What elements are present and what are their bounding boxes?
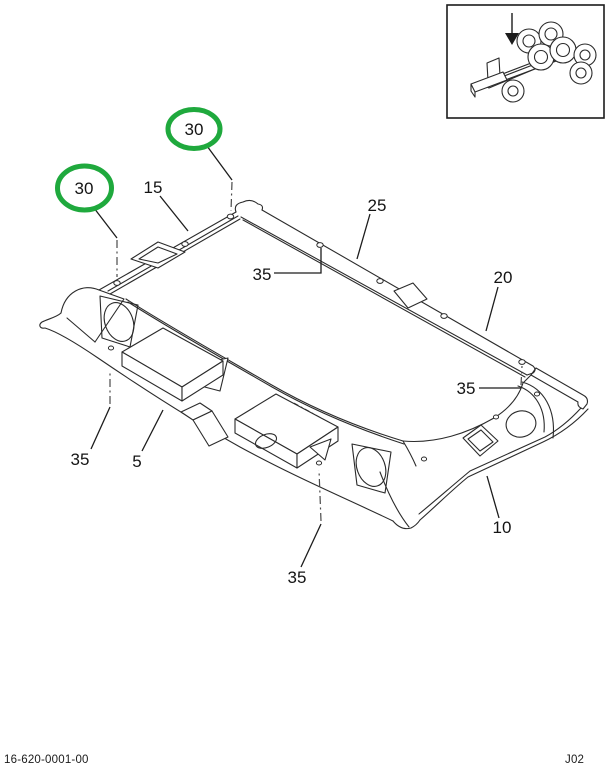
mounting-hole	[518, 359, 526, 365]
callout-label: 25	[368, 196, 387, 215]
callout-30-left[interactable]: 30	[55, 163, 118, 277]
callout-label: 30	[75, 179, 94, 198]
callout-5[interactable]: 5	[132, 409, 164, 471]
rail-joint-plate	[393, 282, 428, 309]
truck-chassis-icon	[470, 21, 597, 103]
callout-30-top[interactable]: 30	[165, 107, 233, 212]
callout-20[interactable]: 20	[485, 268, 513, 332]
callout-35-top-center[interactable]: 35	[253, 248, 322, 284]
speaker-opening-right	[505, 410, 537, 438]
mounting-holes	[107, 213, 541, 466]
console-box-2	[234, 393, 339, 469]
mounting-hole	[376, 278, 384, 284]
callout-10[interactable]: 10	[486, 475, 512, 537]
ceiling-panel-boundary	[125, 298, 405, 445]
mounting-hole	[181, 241, 189, 247]
mounting-hole	[315, 460, 323, 466]
callout-35-bottom[interactable]: 35	[288, 469, 322, 587]
callout-35-left[interactable]: 35	[71, 371, 111, 469]
callout-15[interactable]: 15	[144, 178, 189, 232]
mounting-hole	[533, 391, 541, 397]
callout-label: 35	[71, 450, 90, 469]
callout-35-right[interactable]: 35	[457, 365, 523, 398]
highlight-circle	[55, 163, 114, 213]
mounting-hole	[492, 414, 500, 420]
right-trim-panel	[402, 374, 589, 521]
headliner-assembly	[39, 199, 589, 530]
figure-part-number: 16-620-0001-00	[4, 754, 89, 766]
mounting-hole	[107, 345, 115, 351]
a-pillar-corner	[66, 289, 125, 343]
callout-label: 20	[494, 268, 513, 287]
speaker-opening-center	[351, 443, 392, 494]
mounting-hole	[113, 280, 121, 286]
callout-label: 30	[185, 120, 204, 139]
callout-label: 35	[288, 568, 307, 587]
location-arrow-icon	[505, 13, 519, 45]
mounting-hole	[440, 313, 448, 319]
latch-handle	[254, 433, 278, 449]
mounting-hole	[226, 213, 235, 220]
highlight-circle	[165, 107, 223, 151]
callout-25[interactable]: 25	[356, 196, 387, 260]
callout-label: 35	[253, 265, 272, 284]
speaker-opening-left	[99, 295, 139, 348]
back-rail	[530, 367, 589, 410]
mounting-hole	[420, 456, 428, 462]
roof-rail-right	[240, 209, 536, 378]
console-box-1	[121, 327, 229, 402]
vent-opening	[462, 424, 499, 457]
callout-label: 15	[144, 178, 163, 197]
roof-rail-left	[60, 199, 264, 314]
callout-label: 5	[132, 452, 141, 471]
center-tab	[180, 402, 229, 447]
dome-light-plate	[130, 241, 186, 269]
vehicle-location-inset	[446, 4, 605, 119]
mounting-hole	[316, 242, 324, 248]
callout-label: 35	[457, 379, 476, 398]
figure-page-code: J02	[565, 754, 585, 766]
front-trim-panel	[39, 295, 421, 530]
callout-label: 10	[493, 518, 512, 537]
